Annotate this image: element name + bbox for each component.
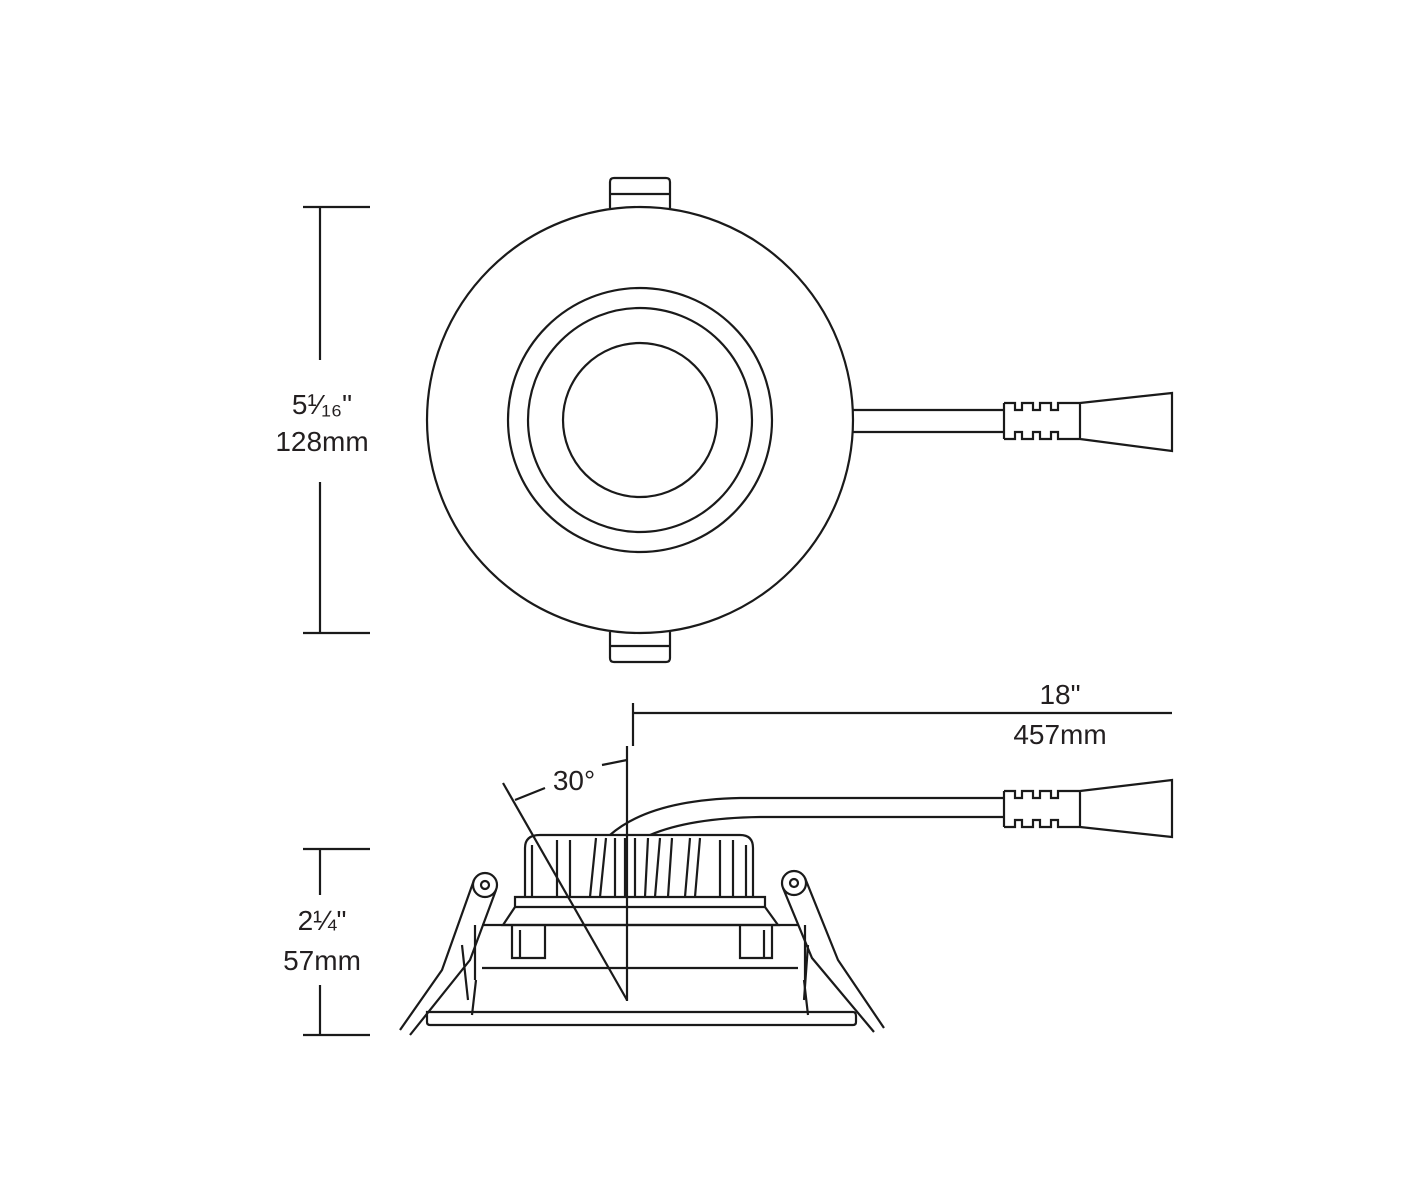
tilt-angle-label: 30° [553,765,595,796]
flange [500,895,781,927]
top-view [425,176,1174,664]
gimbal-ring-inner [526,306,754,534]
right-spring-clip [780,869,885,1033]
tilt-axis [502,782,628,1001]
side-connector [1002,778,1174,839]
cable-length-imperial: 18" [1039,679,1080,710]
left-spring-clip [399,871,499,1036]
side-view: 30° [399,746,1174,1036]
housing [470,923,810,1016]
cable-length-dimension: 18" 457mm [631,679,1172,750]
top-height-dimension: 5¹⁄₁₆" 128mm [275,205,370,635]
gimbal-ring-outer [506,286,774,554]
bottom-tab [608,632,672,664]
connector [1002,391,1174,453]
power-cable [853,408,1004,434]
angle-arc-leader [514,758,628,802]
top-tab [608,176,672,208]
heat-sink [523,833,755,898]
side-height-dimension: 2¼" 57mm [283,847,370,1037]
side-cable [609,796,1004,837]
trim-plate [425,1010,858,1027]
trim-ring [425,205,855,635]
lens [561,341,719,499]
cable-length-metric: 457mm [1013,719,1106,750]
top-height-metric: 128mm [275,426,368,457]
side-height-metric: 57mm [283,945,361,976]
top-height-imperial: 5¹⁄₁₆" [292,389,352,420]
side-height-imperial: 2¼" [298,905,347,936]
